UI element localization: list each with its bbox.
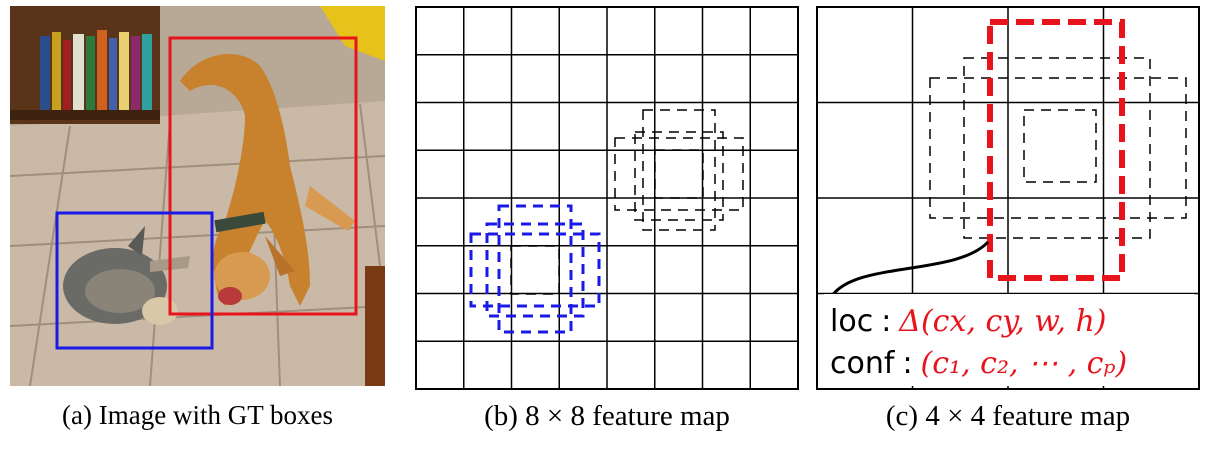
books	[40, 30, 152, 111]
default-box-square-small	[654, 149, 704, 199]
default-box-wide	[614, 137, 744, 211]
coarse-default-box-square	[963, 57, 1151, 239]
dog-matched-default-box	[987, 19, 1125, 281]
shelf-board	[10, 110, 160, 120]
wooden-item	[365, 266, 385, 386]
caption-b: (b) 8 × 8 feature map	[484, 400, 730, 432]
feature-map-8x8	[415, 6, 799, 390]
feature-map-4x4-svg	[816, 6, 1200, 390]
cat-matched-box-wide	[469, 232, 601, 308]
prediction-arrow	[830, 240, 990, 297]
cat-gt-box	[55, 211, 214, 350]
default-box-square-large	[634, 131, 724, 221]
caption-c: (c) 4 × 4 feature map	[885, 400, 1131, 432]
loc-line: loc:Δ(cx, cy, w, h)	[830, 304, 1107, 339]
feature-map-4x4	[816, 6, 1200, 390]
dog-default-boxes	[614, 109, 744, 231]
default-box-tall	[642, 109, 716, 231]
cat-matched-box-square	[485, 222, 585, 318]
dog-default-boxes-coarse	[929, 57, 1187, 239]
cat-default-boxes	[469, 204, 601, 334]
cat	[63, 226, 190, 325]
conf-line: conf:(c₁, c₂, ⋯ , cₚ)	[830, 346, 1128, 381]
coarse-default-box-small	[1023, 109, 1097, 183]
grid-8x8	[415, 6, 799, 390]
prediction-labels: loc:Δ(cx, cy, w, h) conf:(c₁, c₂, ⋯ , cₚ…	[824, 294, 1194, 386]
feature-map-8x8-svg	[415, 6, 799, 390]
cat-matched-box-tall	[497, 204, 573, 334]
dog-gt-box	[168, 36, 358, 316]
caption-a: (a) Image with GT boxes	[62, 400, 333, 430]
photo-panel	[10, 6, 385, 386]
conf-value: (c₁, c₂, ⋯ , cₚ)	[920, 346, 1128, 381]
cat-default-box-small	[510, 245, 560, 295]
coarse-default-box-wide	[929, 77, 1187, 219]
dog	[180, 54, 355, 306]
yellow-object	[320, 6, 385, 61]
conf-label: conf	[830, 346, 895, 381]
loc-value: Δ(cx, cy, w, h)	[899, 304, 1107, 339]
loc-label: loc	[830, 304, 874, 339]
gt-boxes	[55, 36, 358, 350]
